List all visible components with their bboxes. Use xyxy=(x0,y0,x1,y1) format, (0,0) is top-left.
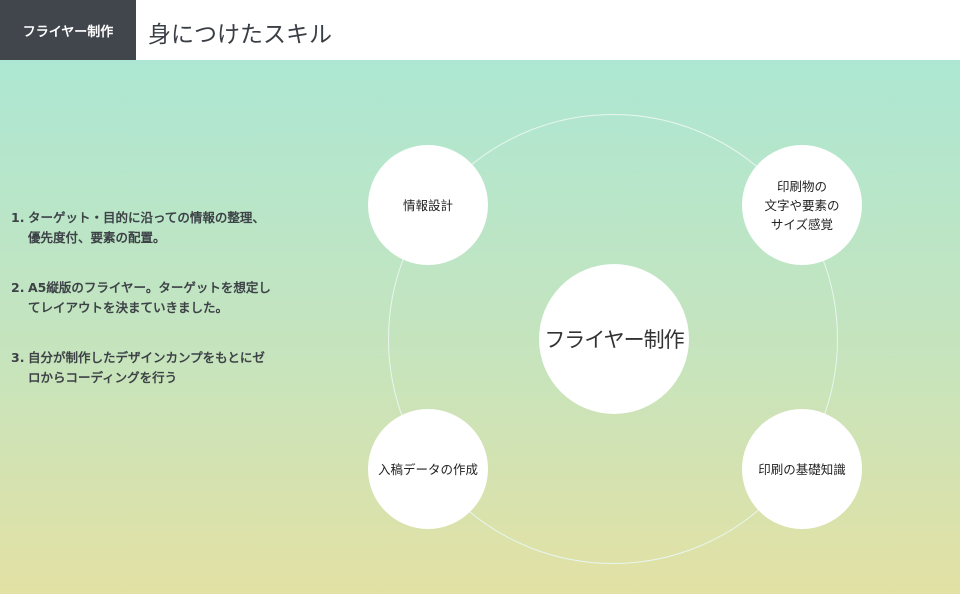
node-print-size: 印刷物の 文字や要素の サイズ感覚 xyxy=(742,145,862,265)
node-print-basics: 印刷の基礎知識 xyxy=(742,409,862,529)
list-item: 2.A5縦版のフライヤー。ターゲットを想定してレイアウトを決まていきました。 xyxy=(11,280,271,315)
diagram-center: フライヤー制作 xyxy=(539,264,689,414)
node-info-design: 情報設計 xyxy=(368,145,488,265)
section-tag: フライヤー制作 xyxy=(0,0,136,60)
diagram-ring xyxy=(388,114,838,564)
node-submission-data: 入稿データの作成 xyxy=(368,409,488,529)
list-item: 3.自分が制作したデザインカンプをもとにゼロからコーディングを行う xyxy=(11,350,265,385)
skill-list: 1.ターゲット・目的に沿っての情報の整理、優先度付、要素の配置。 2.A5縦版の… xyxy=(11,208,271,418)
list-item: 1.ターゲット・目的に沿っての情報の整理、優先度付、要素の配置。 xyxy=(11,210,265,245)
header: フライヤー制作 身につけたスキル xyxy=(0,0,960,60)
main-content: 1.ターゲット・目的に沿っての情報の整理、優先度付、要素の配置。 2.A5縦版の… xyxy=(0,60,960,594)
page-title: 身につけたスキル xyxy=(148,22,332,48)
